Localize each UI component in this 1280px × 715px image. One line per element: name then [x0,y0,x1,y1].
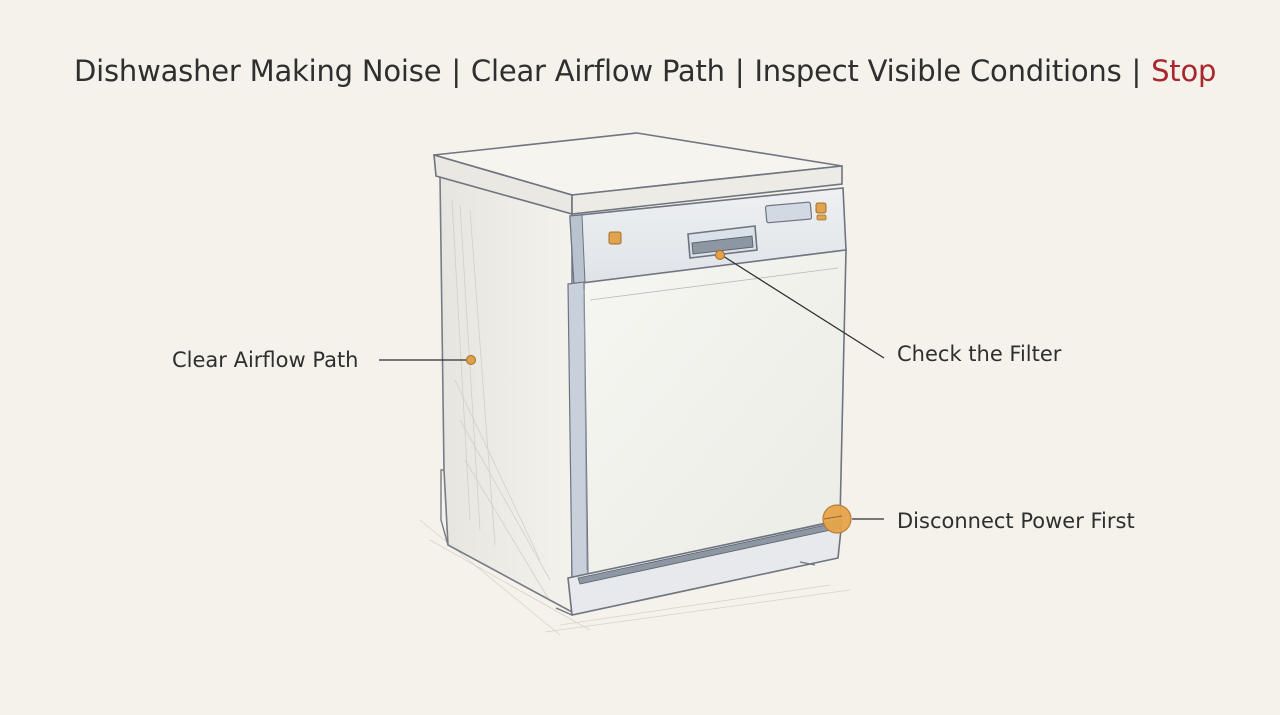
breadcrumb-separator: | [734,54,745,88]
airflow-marker-icon[interactable] [466,355,476,365]
kickplate [555,518,843,616]
control-panel [569,187,847,285]
filter-leader-line [722,255,885,359]
breadcrumb-item-stop[interactable]: Stop [1151,54,1217,88]
breadcrumb-item-inspect[interactable]: Inspect Visible Conditions [754,54,1122,88]
callout-label-power: Disconnect Power First [897,509,1135,533]
floor-shadow [419,519,851,636]
door-handle[interactable] [687,225,758,259]
breadcrumb-separator: | [451,54,461,88]
breadcrumb-item-problem[interactable]: Dishwasher Making Noise [74,54,442,88]
callout-label-filter: Check the Filter [897,342,1062,366]
control-button-icon[interactable] [816,214,827,221]
breadcrumb-item-airflow[interactable]: Clear Airflow Path [470,54,725,88]
power-marker-stroke [823,515,843,520]
door-panel [567,249,847,581]
countertop [433,132,843,216]
callout-label-airflow: Clear Airflow Path [172,348,359,372]
callout-lines [379,255,885,520]
control-button-icon[interactable] [815,202,827,214]
power-button-icon[interactable] [608,231,622,245]
filter-marker-icon[interactable] [715,250,725,260]
display-window [764,201,813,224]
breadcrumb: Dishwasher Making Noise | Clear Airflow … [74,50,1216,92]
breadcrumb-separator: | [1131,54,1142,88]
side-panel [439,174,573,614]
power-marker-icon[interactable] [822,504,852,534]
